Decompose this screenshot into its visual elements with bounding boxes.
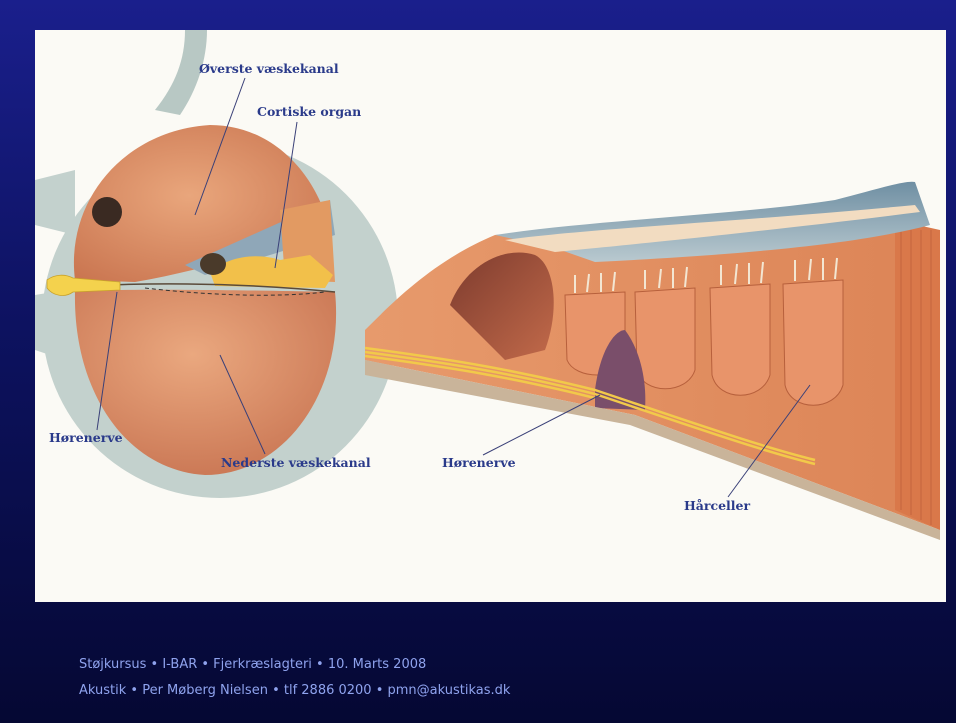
footer-line-contact: Akustik • Per Møberg Nielsen • tlf 2886 …	[79, 678, 510, 704]
footer-line-course: Støjkursus • I-BAR • Fjerkræslagteri • 1…	[79, 652, 510, 678]
slide-footer: Støjkursus • I-BAR • Fjerkræslagteri • 1…	[79, 652, 510, 704]
label-hair-cells: Hårceller	[684, 498, 751, 513]
label-organ-of-corti: Cortiske organ	[257, 104, 361, 119]
cochlea-illustration: Øverste væskekanal Cortiske organ Hørene…	[35, 30, 946, 602]
label-auditory-nerve-left: Hørenerve	[49, 430, 123, 445]
label-lower-canal: Nederste væskekanal	[221, 455, 371, 470]
label-auditory-nerve-right: Hørenerve	[442, 455, 516, 470]
cochlea-cross-section	[35, 30, 398, 498]
cochlea-illustration-panel: Øverste væskekanal Cortiske organ Hørene…	[35, 30, 946, 602]
organ-of-corti-section	[365, 182, 940, 540]
label-upper-canal: Øverste væskekanal	[199, 61, 339, 76]
